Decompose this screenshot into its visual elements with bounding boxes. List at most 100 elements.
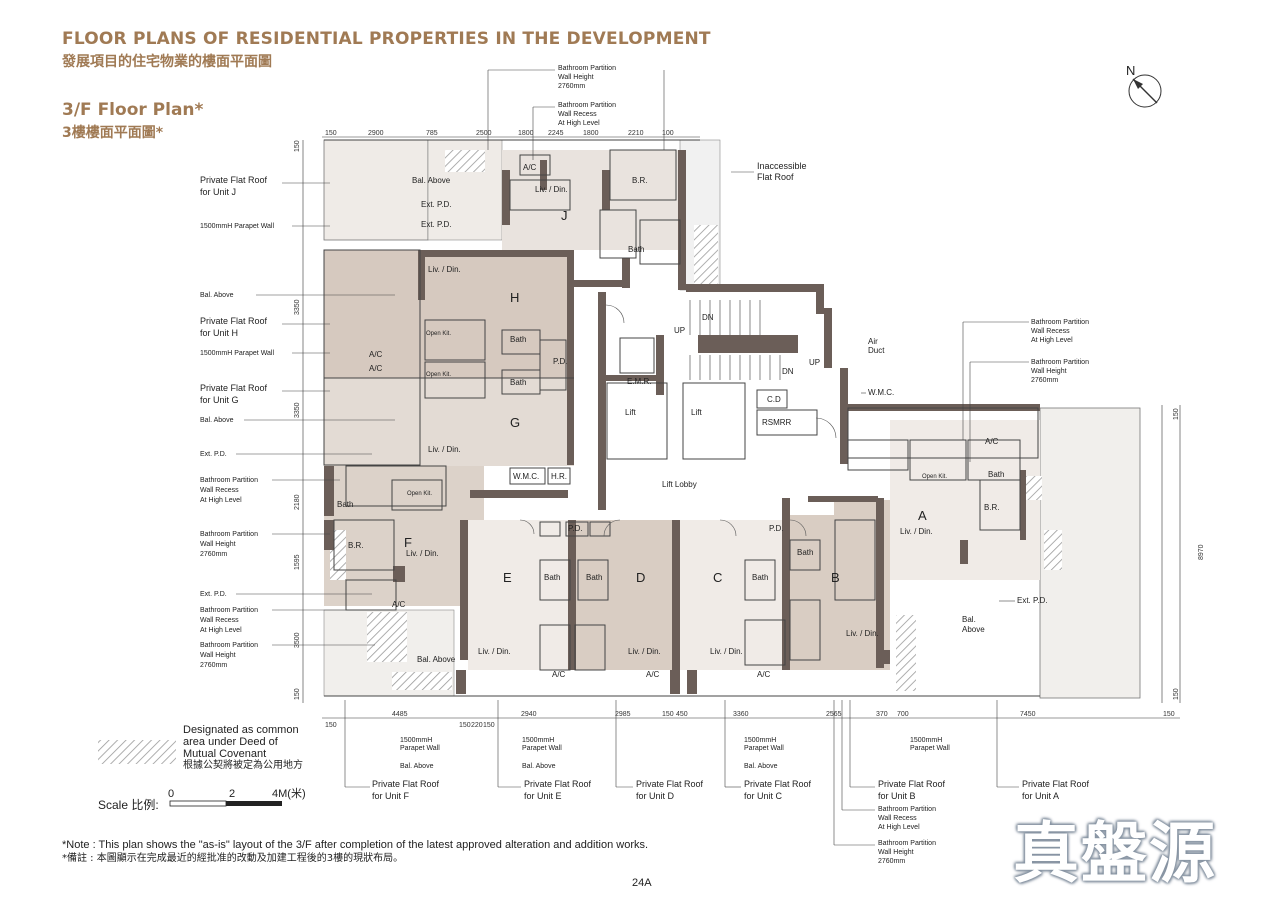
room-ac-c: A/C bbox=[757, 670, 771, 679]
room-rsmrr: RSMRR bbox=[762, 418, 792, 427]
footnotes: *Note : This plan shows the "as-is" layo… bbox=[62, 838, 648, 866]
room-bath-h: Bath bbox=[510, 335, 526, 344]
dim-top-2: 2900 bbox=[368, 130, 384, 137]
right-callouts: Bathroom Partition Wall Recess At High L… bbox=[868, 319, 1089, 634]
room-liv-din-h: Liv. / Din. bbox=[428, 265, 461, 274]
air-duct-line2: Duct bbox=[868, 346, 885, 355]
callout-left-1-l2: for Unit J bbox=[200, 187, 236, 197]
callout-bottom-7-l2: for Unit D bbox=[636, 791, 675, 801]
room-bath-g: Bath bbox=[510, 378, 526, 387]
dim-bottom-2: 4485 bbox=[392, 711, 408, 718]
callout-left-3: Bal. Above bbox=[200, 292, 234, 299]
room-ac-f: A/C bbox=[392, 600, 406, 609]
dim-bottom-7: 2985 bbox=[615, 711, 631, 718]
callout-right-2-l2: Wall Height bbox=[1031, 368, 1067, 375]
ext-pd-j-2: Ext. P.D. bbox=[421, 220, 452, 229]
callout-bottom-11-l2: for Unit B bbox=[878, 791, 916, 801]
room-ac-h: A/C bbox=[369, 350, 383, 359]
callout-left-6-l2: for Unit G bbox=[200, 395, 239, 405]
unit-label-f: F bbox=[404, 535, 412, 550]
legend-line-2: area under Deed of bbox=[183, 736, 278, 748]
dim-top-8: 2210 bbox=[628, 130, 644, 137]
dim-bottom-10: 3360 bbox=[733, 711, 749, 718]
bal-above-f: Bal. Above bbox=[417, 655, 456, 664]
callout-top-1-l2: Wall Height bbox=[558, 74, 594, 81]
dim-top-1: 150 bbox=[325, 130, 337, 137]
room-open-kit-h: Open Kit. bbox=[426, 331, 451, 337]
unit-c-area bbox=[672, 520, 782, 670]
callout-right-3: W.M.C. bbox=[868, 388, 894, 397]
room-bath-e: Bath bbox=[544, 573, 560, 582]
callout-bottom-12-l2: Wall Recess bbox=[878, 815, 917, 822]
room-liv-din-g: Liv. / Din. bbox=[428, 445, 461, 454]
room-bath-j: Bath bbox=[628, 245, 644, 254]
room-wmc: W.M.C. bbox=[513, 472, 539, 481]
dim-bottom-12: 370 bbox=[876, 711, 888, 718]
unit-f-area bbox=[324, 466, 484, 606]
callout-right-5-l1: Bal. bbox=[962, 615, 976, 624]
room-hr: H.R. bbox=[551, 472, 567, 481]
dimension-lines bbox=[302, 136, 1181, 719]
callout-right-1-l2: Wall Recess bbox=[1031, 328, 1070, 335]
callout-bottom-6-l1: Private Flat Roof bbox=[524, 779, 592, 789]
unit-label-a: A bbox=[918, 508, 927, 523]
callout-right-4: Ext. P.D. bbox=[1017, 596, 1048, 605]
callout-bottom-10-l2: for Unit C bbox=[744, 791, 783, 801]
plan-title: 3/F Floor Plan* bbox=[62, 100, 204, 120]
dim-bottom-3: 150 bbox=[459, 722, 471, 729]
callout-bottom-3-l1: Private Flat Roof bbox=[372, 779, 440, 789]
callout-bottom-1-l2: Parapet Wall bbox=[400, 745, 440, 752]
callout-bottom-15-l1: Private Flat Roof bbox=[1022, 779, 1090, 789]
callout-bottom-13-l2: Wall Height bbox=[878, 849, 914, 856]
plan-title-chinese: 3樓樓面平面圖* bbox=[62, 125, 164, 141]
callout-top-3-l2: Flat Roof bbox=[757, 172, 794, 182]
callout-bottom-12-l3: At High Level bbox=[878, 824, 920, 831]
unit-label-j: J bbox=[561, 208, 568, 223]
callout-left-7: Bal. Above bbox=[200, 417, 234, 424]
callout-bottom-12-l1: Bathroom Partition bbox=[878, 806, 936, 813]
callout-bottom-4-l2: Parapet Wall bbox=[522, 745, 562, 752]
room-liv-din-d: Liv. / Din. bbox=[628, 647, 661, 656]
callout-left-2: 1500mmH Parapet Wall bbox=[200, 223, 274, 230]
room-labels: Liv. / Din. Liv. / Din. Liv. / Din. Liv.… bbox=[337, 163, 1004, 679]
callout-bottom-1-l1: 1500mmH bbox=[400, 737, 432, 744]
dim-top-6: 2245 bbox=[548, 130, 564, 137]
callout-bottom-6-l2: for Unit E bbox=[524, 791, 562, 801]
callout-bottom-10-l1: Private Flat Roof bbox=[744, 779, 812, 789]
dim-bottom-8: 150 bbox=[662, 711, 674, 718]
legend-line-3: Mutual Covenant bbox=[183, 748, 267, 760]
dim-left-5: 1595 bbox=[294, 554, 301, 570]
callout-left-10-l1: Bathroom Partition bbox=[200, 531, 258, 538]
watermark: 真盤源 bbox=[1013, 815, 1217, 892]
unit-label-d: D bbox=[636, 570, 645, 585]
left-dimensions: 150 3350 3350 2180 1595 3500 150 bbox=[294, 140, 301, 700]
room-ac-d: A/C bbox=[646, 670, 660, 679]
dim-left-6: 3500 bbox=[294, 632, 301, 648]
callout-left-9-l2: Wall Recess bbox=[200, 487, 239, 494]
room-bedroom-j: B.R. bbox=[632, 176, 648, 185]
stair-up-2: UP bbox=[809, 358, 820, 367]
footnote-en: *Note : This plan shows the "as-is" layo… bbox=[62, 839, 649, 851]
callout-right-1-l3: At High Level bbox=[1031, 337, 1073, 344]
stair-dn-1: DN bbox=[702, 313, 714, 322]
scale-tick-4: 4M(米) bbox=[272, 787, 306, 800]
leader-lines bbox=[236, 69, 1029, 846]
scale-label: Scale 比例: bbox=[98, 798, 159, 812]
scale-tick-2: 2 bbox=[229, 788, 235, 800]
room-pd-d: P.D. bbox=[568, 524, 583, 533]
callout-top-2-l3: At High Level bbox=[558, 120, 600, 127]
room-ac-e: A/C bbox=[552, 670, 566, 679]
left-callouts: Private Flat Roof for Unit J 1500mmH Par… bbox=[200, 175, 274, 669]
callout-right-5-l2: Above bbox=[962, 625, 985, 634]
callout-bottom-9: Bal. Above bbox=[744, 763, 778, 770]
dim-left-1: 150 bbox=[294, 140, 301, 152]
room-emr: E.M.R. bbox=[627, 377, 651, 386]
dim-bottom-6: 2940 bbox=[521, 711, 537, 718]
callout-bottom-14-l2: Parapet Wall bbox=[910, 745, 950, 752]
page-title-chinese: 發展項目的住宅物業的樓面平面圖 bbox=[62, 54, 272, 70]
room-lift-lobby: Lift Lobby bbox=[662, 480, 697, 489]
room-liv-din-b: Liv. / Din. bbox=[846, 629, 879, 638]
room-bath-b: Bath bbox=[797, 548, 813, 557]
unit-b-area bbox=[782, 500, 890, 670]
callout-left-13-l1: Bathroom Partition bbox=[200, 642, 258, 649]
